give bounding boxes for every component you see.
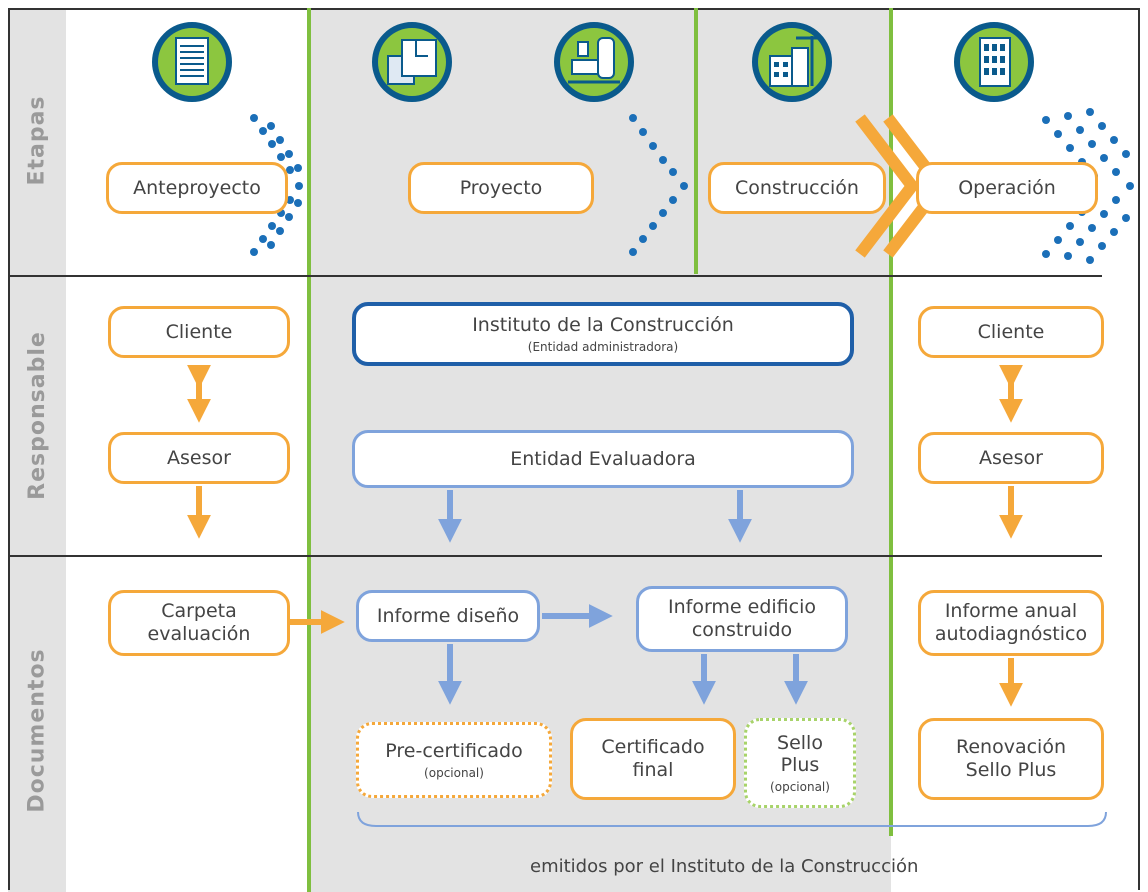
responsable-cliente-left: Cliente bbox=[108, 306, 290, 358]
bracket bbox=[357, 811, 1107, 827]
responsable-instituto: Instituto de la Construcción (Entidad ad… bbox=[352, 302, 854, 366]
stage-operacion: Operación bbox=[916, 162, 1098, 214]
row-label-band bbox=[8, 8, 66, 892]
crane-building-icon bbox=[752, 22, 832, 102]
document-icon bbox=[152, 22, 232, 102]
stage-construccion: Construcción bbox=[708, 162, 886, 214]
divider-proyecto bbox=[307, 8, 311, 892]
responsable-asesor-left: Asesor bbox=[108, 432, 290, 484]
divider-construccion bbox=[694, 8, 698, 274]
doc-informe-diseno: Informe diseño bbox=[356, 590, 540, 642]
building-icon bbox=[954, 22, 1034, 102]
footer-text: emitidos por el Instituto de la Construc… bbox=[530, 856, 919, 877]
stage-proyecto: Proyecto bbox=[408, 162, 594, 214]
responsable-asesor-right: Asesor bbox=[918, 432, 1104, 484]
floorplan-icon bbox=[372, 22, 452, 102]
doc-precertificado: Pre-certificado (opcional) bbox=[356, 722, 552, 798]
responsable-entidad-evaluadora: Entidad Evaluadora bbox=[352, 430, 854, 488]
stage-anteproyecto: Anteproyecto bbox=[106, 162, 288, 214]
row-divider-2 bbox=[8, 555, 1102, 557]
frame bbox=[8, 8, 1140, 890]
machinery-icon bbox=[554, 22, 634, 102]
divider-operacion bbox=[889, 8, 893, 836]
row-divider-1 bbox=[8, 275, 1102, 277]
responsable-cliente-right: Cliente bbox=[918, 306, 1104, 358]
